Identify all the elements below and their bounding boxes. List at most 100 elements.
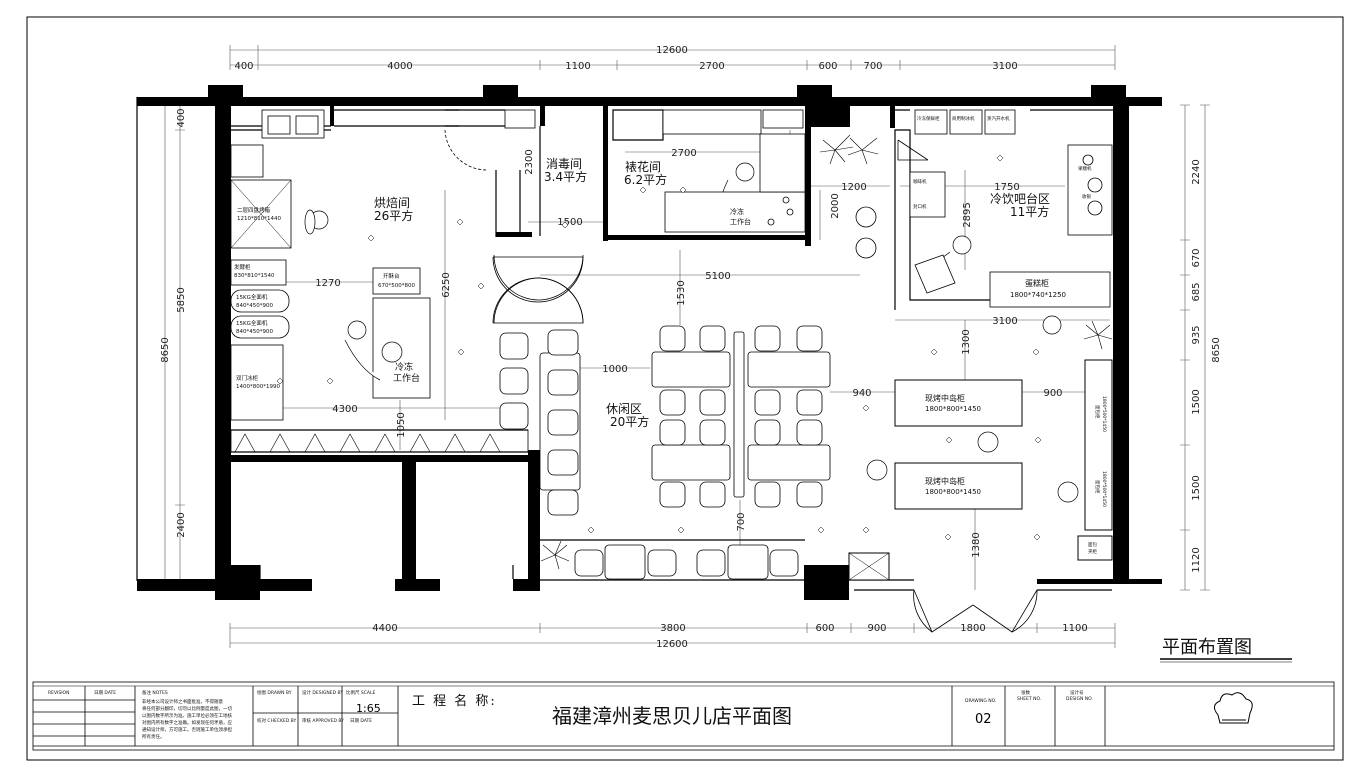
lounge-table (747, 444, 831, 481)
dim-int-1530: 1530 (676, 280, 687, 305)
tb-drawn-by: 绘图 DRAWN BY (257, 689, 292, 696)
bar-area-size: 11平方 (1010, 204, 1049, 219)
lounge-booth (604, 544, 646, 580)
mixer-1-label: 15KG全面机 (236, 293, 268, 301)
dim-int-4300: 4300 (332, 404, 357, 415)
island-cabinets (848, 359, 1113, 581)
interior-dimensions: 2700 2300 1500 1200 1750 2000 2895 1270 … (315, 148, 1062, 558)
dim-int-1200: 1200 (841, 182, 866, 193)
dim-top-6: 700 (863, 61, 882, 72)
island-2-size: 1800*800*1450 (925, 488, 981, 496)
fridge-size: 1400*800*1990 (236, 384, 280, 390)
lounge-chair (499, 332, 529, 360)
doors (444, 129, 1038, 633)
dim-int-900: 900 (1043, 388, 1062, 399)
proofer-label: 发酵柜 (234, 263, 251, 271)
sheeter-table (372, 267, 421, 295)
bar-item-5: 封口机 (913, 203, 927, 210)
lounge-chair (796, 325, 823, 352)
tb-approved-by: 审核 APPROVED BY (302, 717, 344, 724)
lounge-chair (499, 367, 529, 395)
lounge-chair (659, 419, 686, 446)
top-dimensions: 12600 400 4000 1100 2700 600 700 3100 (234, 45, 1017, 72)
lounge-chair (547, 369, 579, 396)
tb-drawing-no: 02 (975, 712, 992, 727)
tb-scale-label: 比例尺 SCALE (346, 689, 376, 696)
cold-table2-label2: 工作台 (730, 217, 751, 226)
tb-note-1: 非经本公司设计师之书面批准，不得随意 (142, 698, 223, 705)
lounge-area: 20平方 (610, 414, 649, 429)
tb-project-label: 工 程 名 称: (412, 693, 497, 709)
dim-top-5: 600 (818, 61, 837, 72)
tb-design-label: 设计号 (1070, 689, 1084, 696)
tb-note-6: 所有责任。 (142, 733, 165, 740)
dim-top-3: 1100 (565, 61, 590, 72)
side-cabinet-label: 面包柜 (1094, 405, 1101, 419)
lounge-name: 休闲区 (606, 402, 642, 416)
tb-notes: 非经本公司设计师之书面批准，不得随意 将任何部分翻印，切勿以比例量度此图，一切 … (142, 698, 232, 740)
plant-icons (540, 134, 1113, 570)
tb-note-2: 将任何部分翻印，切勿以比例量度此图，一切 (142, 705, 232, 712)
decor-counter-top (662, 109, 762, 135)
lounge-chair (699, 419, 726, 446)
fridge-label: 双门冰柜 (236, 374, 259, 382)
dim-bottom-3: 600 (815, 623, 834, 634)
title-block (32, 681, 1335, 751)
lounge-chair (547, 489, 579, 516)
dim-right-4: 935 (1191, 325, 1202, 344)
disinfect-name: 消毒间 (546, 157, 582, 171)
decor-table (664, 191, 806, 233)
lounge-chair (796, 419, 823, 446)
dim-bottom-6: 1100 (1062, 623, 1087, 634)
side-cabinet-size: 1800*500*1450 (1101, 396, 1107, 432)
double-fridge (230, 344, 284, 421)
tb-notes-label: 备注 NOTES (142, 689, 168, 696)
dim-left-2: 5850 (176, 287, 187, 312)
tb-project-title: 福建漳州麦思贝儿店平面图 (552, 704, 792, 728)
lounge-chair (796, 389, 823, 416)
decor-side (759, 133, 806, 193)
bar-item-3: 蒸汽开水机 (987, 115, 1010, 122)
small-rooms (504, 109, 806, 233)
oven-size: 1210*810*1440 (237, 216, 281, 222)
side-cabinet2-label: 面包柜 (1094, 480, 1101, 494)
dim-top-4: 2700 (699, 61, 724, 72)
lounge-chair (574, 549, 604, 577)
walls (137, 85, 1162, 600)
dim-int-2895: 2895 (962, 202, 973, 227)
right-dimensions: 2240 670 685 935 1500 1500 1120 8650 (1191, 159, 1222, 572)
chef-hat-logo-icon (1214, 692, 1253, 724)
lounge-chair (699, 389, 726, 416)
bar-item-7: 收银 (1082, 193, 1091, 200)
bottom-dimensions: 4400 3800 600 900 1800 1100 12600 (372, 623, 1087, 650)
mixer-1-size: 840*450*900 (236, 303, 273, 309)
sheet-border (26, 16, 1344, 761)
tb-checked-by: 校对 CHECKED BY (257, 717, 296, 724)
dim-bottom-2: 3800 (660, 623, 685, 634)
cake-cabinet-size: 1800*740*1250 (1010, 291, 1066, 299)
disinfect-area: 3.4平方 (544, 169, 587, 184)
tb-design-label-en: DESIGN NO. (1066, 696, 1093, 702)
dim-int-2000: 2000 (830, 193, 841, 218)
dimension-lines (160, 45, 1210, 648)
lounge-table (651, 444, 731, 481)
baking-room-area: 26平方 (374, 208, 413, 223)
tb-drawing-no-label: DRAWING NO. (965, 698, 996, 704)
dim-bottom-5: 1800 (960, 623, 985, 634)
cold-table-label2: 工作台 (393, 372, 420, 384)
lounge-chair (659, 481, 686, 508)
lounge-table (651, 351, 731, 388)
sheeter-size: 670*500*800 (378, 283, 415, 289)
hand-sink (230, 144, 264, 178)
lounge-chair (796, 481, 823, 508)
dim-right-total: 8650 (1211, 337, 1222, 362)
bar-name: 冷饮吧台区 (990, 191, 1050, 206)
lounge-divider (733, 331, 745, 498)
cake-cabinet-label: 蛋糕柜 (1025, 278, 1049, 288)
proofer-size: 830*810*1540 (234, 273, 275, 279)
dim-int-940: 940 (852, 388, 871, 399)
dim-int-1500: 1500 (557, 217, 582, 228)
lounge-chair (699, 481, 726, 508)
proofer (230, 259, 287, 286)
tb-designed-by: 设计 DESIGNED BY (302, 689, 343, 696)
